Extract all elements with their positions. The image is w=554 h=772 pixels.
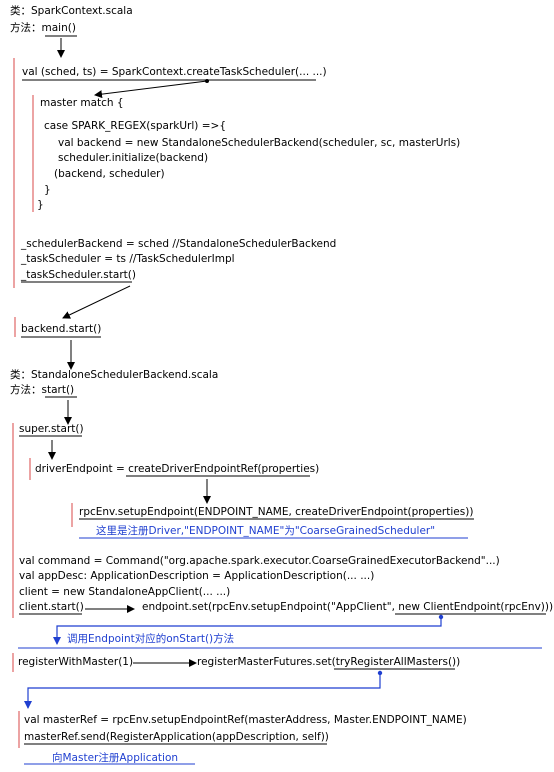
code-endpoint-set: endpoint.set(rpcEnv.setupEndpoint("AppCl… (142, 601, 554, 613)
flow-arrows (48, 38, 211, 667)
code-case-spark-regex: case SPARK_REGEX(sparkUrl) =>{ (44, 120, 227, 132)
note-onstart: 调用Endpoint对应的onStart()方法 (67, 633, 235, 645)
code-val-app-desc: val appDesc: ApplicationDescription = Ap… (19, 570, 375, 582)
code-register-master-futures: registerMasterFutures.set(tryRegisterAll… (197, 656, 461, 668)
arrow-create-to-match (94, 80, 208, 99)
code-assign-scheduler-backend: _schedulerBackend = sched //StandaloneSc… (21, 238, 337, 250)
code-driver-endpoint: driverEndpoint = createDriverEndpointRef… (35, 463, 320, 475)
dot-create (205, 79, 209, 83)
class-label-standalone: 类：StandaloneSchedulerBackend.scala (10, 369, 219, 381)
class-label-sparkcontext: 类：SparkContext.scala (10, 5, 133, 17)
arrow-task-to-backend (62, 285, 131, 319)
method-name-start: start() (41, 384, 75, 396)
code-val-backend: val backend = new StandaloneSchedulerBac… (58, 137, 461, 149)
code-client-start: client.start() (19, 601, 84, 613)
code-assign-task-scheduler: _taskScheduler = ts //TaskSchedulerImpl (21, 253, 235, 265)
code-rpc-setup-endpoint: rpcEnv.setupEndpoint(ENDPOINT_NAME, crea… (79, 506, 474, 518)
note-underlines (18, 537, 542, 765)
note-register-driver: 这里是注册Driver,"ENDPOINT_NAME"为"CoarseGrain… (96, 525, 436, 537)
code-master-ref-send: masterRef.send(RegisterApplication(appDe… (24, 731, 329, 743)
arrow-register-master (24, 673, 381, 709)
arrow-onstart (53, 617, 442, 645)
code-scheduler-initialize: scheduler.initialize(backend) (58, 152, 209, 164)
method-prefix-2: 方法： (10, 384, 42, 396)
method-label-2: 方法：start() (10, 383, 74, 397)
note-register-application: 向Master注册Application (52, 752, 179, 764)
code-task-scheduler-start: _taskScheduler.start() (21, 269, 136, 281)
code-super-start: super.start() (19, 423, 84, 435)
code-create-task-scheduler: val (sched, ts) = SparkContext.createTas… (22, 66, 327, 78)
code-backend-tuple: (backend, scheduler) (54, 168, 165, 180)
method-prefix-1: 方法： (10, 22, 42, 34)
code-val-command: val command = Command("org.apache.spark.… (19, 555, 500, 567)
code-backend-start: backend.start() (21, 323, 102, 335)
underlines (19, 35, 546, 745)
scope-brackets (12, 58, 73, 748)
code-register-with-master: registerWithMaster(1) (18, 656, 134, 668)
code-close-case: } (44, 184, 51, 196)
code-client-new: client = new StandaloneAppClient(... ...… (19, 586, 231, 598)
method-name-main: main() (41, 22, 76, 34)
code-val-master-ref: val masterRef = rpcEnv.setupEndpointRef(… (24, 714, 467, 726)
blue-arrows (24, 617, 442, 709)
code-master-match: master match { (40, 97, 124, 109)
method-label-1: 方法：main() (10, 21, 76, 35)
code-close-match: } (37, 199, 44, 211)
